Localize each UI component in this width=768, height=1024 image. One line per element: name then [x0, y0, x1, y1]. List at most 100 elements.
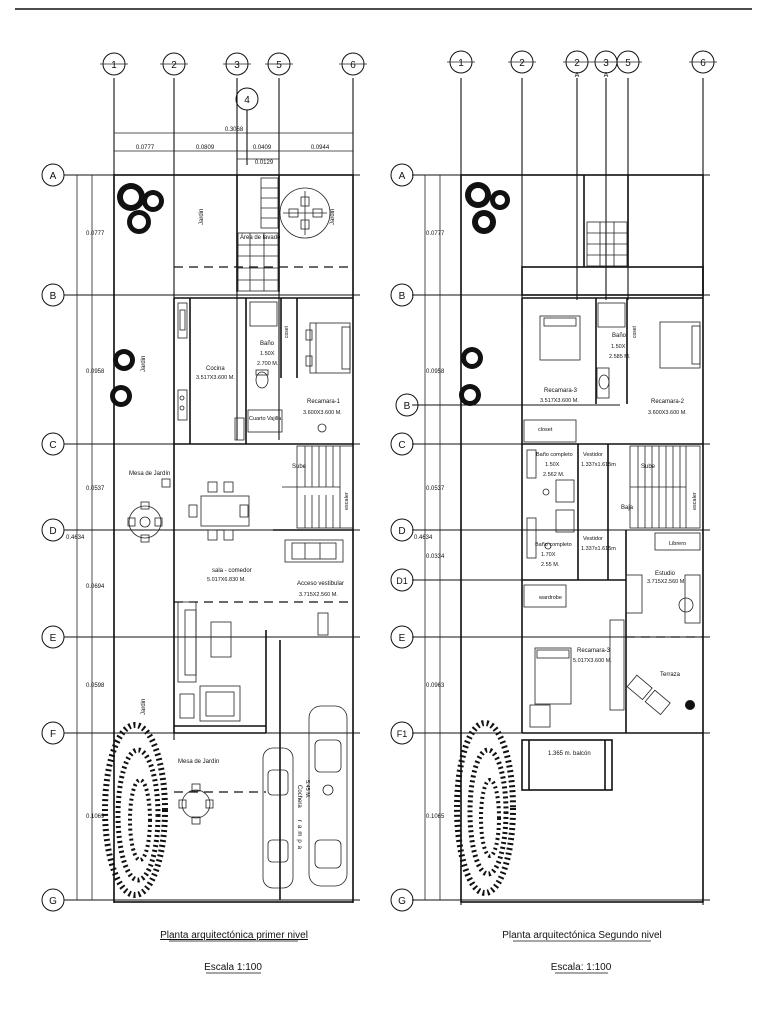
svg-text:E: E	[50, 633, 57, 644]
label-jardin-terraza: Jardin	[330, 209, 336, 225]
plan2-title: Planta arquitectónica Segundo nivel	[502, 930, 662, 941]
label-librero: Librero	[669, 541, 686, 547]
label-sube-plan1: Sube	[292, 464, 307, 470]
plan1-scale: Escala 1:100	[204, 962, 262, 973]
svg-text:3: 3	[234, 60, 240, 71]
svg-text:5: 5	[625, 58, 631, 69]
label-bano-plan1: Baño	[260, 341, 275, 347]
label-wardrobe: wardrobe	[538, 595, 562, 601]
car-2	[308, 705, 348, 887]
grid-bubble-row-e-p2: E	[390, 625, 414, 649]
label-estudio: Estudio	[655, 571, 676, 577]
label-recamara-2-dim: 3.600X3.600 M.	[648, 410, 687, 416]
label-recamara-3a-dim: 3.517X3.600 M.	[540, 398, 579, 404]
left-dimensions-plan1: 0.0777 0.0958 0.0537 0.0694 0.0598 0.106…	[66, 175, 105, 900]
bed-recamara-1	[305, 322, 351, 433]
grid-bubble-row-b-p2: B	[390, 283, 414, 307]
dim-top-3: 0.0409	[253, 145, 272, 151]
kitchen-fixtures	[177, 302, 245, 441]
beds-plan2	[529, 315, 701, 728]
dim-left-total-p2: 0.4634	[414, 535, 433, 541]
svg-text:6: 6	[700, 58, 706, 69]
grid-bubble-row-e: E	[41, 625, 65, 649]
svg-text:B: B	[50, 291, 57, 302]
label-bano-dim2-plan2: 2.585 M.	[609, 354, 631, 360]
label-escaler-plan2: escaler	[692, 492, 698, 510]
svg-text:C: C	[398, 440, 405, 451]
dim-left-total: 0.4634	[66, 535, 85, 541]
grid-bubble-row-b: B	[41, 283, 65, 307]
dim-left-3-p2: 0.0537	[426, 486, 445, 492]
stair-main-plan1	[282, 445, 354, 529]
tree-bottom-left	[102, 722, 168, 898]
car-1	[262, 747, 294, 889]
svg-text:A: A	[399, 171, 406, 182]
tree-left-plan2	[459, 347, 483, 406]
label-sala-comedor: sala - comedor	[212, 568, 252, 574]
label-coset-plan2: coset	[632, 325, 638, 338]
room-labels-plan2: Recamara-3 3.517X3.600 M. Baño 1.50X 2.5…	[535, 325, 698, 757]
dim-left-5-p2: 0.0963	[426, 683, 445, 689]
label-vestidor-1-dim: 1.337x1.615m	[581, 462, 616, 468]
vestibule-furniture-plan1	[284, 539, 344, 636]
svg-text:B: B	[404, 401, 411, 412]
label-bano-completo-2: Baño completo	[535, 542, 572, 548]
svg-text:4: 4	[244, 95, 250, 106]
grid-bubble-row-b2-p2: B	[395, 393, 419, 417]
grid-bubble-row-f1-p2: F1	[390, 721, 414, 745]
grid-bubble-row-d-p2: D	[390, 518, 414, 542]
svg-text:1: 1	[111, 60, 117, 71]
dim-top-1: 0.0777	[136, 145, 155, 151]
label-recamara-3b: Recamara-3	[577, 648, 611, 654]
row-grid-plan1	[64, 174, 360, 901]
label-mesa-jardin-1: Mesa de Jardín	[129, 471, 170, 477]
dim-left-5: 0.0598	[86, 683, 105, 689]
label-rampa: rampa	[296, 820, 302, 852]
svg-text:5: 5	[276, 60, 282, 71]
stair-top-plan2	[586, 221, 628, 267]
tree-bottom-plan2	[454, 720, 516, 896]
grid-bubble-col-4: 4	[235, 87, 259, 111]
row-bubbles-plan2: A B B C D D1 E F1 G	[390, 163, 419, 912]
label-sube-plan2: Sube	[641, 464, 656, 470]
svg-text:G: G	[49, 896, 57, 907]
grid-bubble-row-g-p2: G	[390, 888, 414, 912]
plan-primer-nivel: 1 2 3 5 6 4	[41, 52, 367, 974]
dim-left-6-p2: 0.1065	[426, 814, 445, 820]
label-mesa-jardin-2: Mesa de Jardín	[178, 759, 219, 765]
label-bano-dim1-plan1: 1.50X	[260, 351, 275, 357]
tree-top-plan2	[465, 182, 510, 234]
left-dimensions-plan2: 0.0777 0.0958 0.0537 0.0334 0.0963 0.106…	[414, 175, 445, 900]
svg-text:6: 6	[350, 60, 356, 71]
svg-text:G: G	[398, 896, 406, 907]
label-cocina: Cocina	[206, 366, 225, 372]
dim-left-3: 0.0537	[86, 486, 105, 492]
stair-main-plan2	[629, 445, 701, 529]
dim-left-1: 0.0777	[86, 231, 105, 237]
label-bano-completo-1: Baño completo	[536, 452, 573, 458]
grid-bubble-row-a: A	[41, 163, 65, 187]
grid-bubble-row-c: C	[41, 432, 65, 456]
label-bano-dim1-plan2: 1.50X	[611, 344, 626, 350]
walls-plan1	[113, 174, 354, 903]
dim-top-4: 0.0944	[311, 145, 330, 151]
label-vestidor-1: Vestidor	[583, 452, 603, 458]
svg-text:A: A	[575, 72, 580, 79]
label-vestidor-2-dim: 1.337x1.615m	[581, 546, 616, 552]
dim-left-1-p2: 0.0777	[426, 231, 445, 237]
column-bubbles-plan2: 1 2 2A 3A 5 6	[447, 50, 717, 79]
svg-text:3: 3	[603, 58, 609, 69]
label-closet: closet	[538, 427, 553, 433]
svg-text:A: A	[50, 171, 57, 182]
label-jardin-bottom: Jardin	[141, 699, 147, 715]
label-cochera-dim: 5.45 M.	[304, 780, 310, 799]
svg-text:A: A	[604, 72, 609, 79]
label-recamara-3a: Recamara-3	[544, 388, 578, 394]
dim-left-6: 0.1069	[86, 814, 105, 820]
label-coset-plan1: coset	[284, 325, 290, 338]
dim-left-2: 0.0958	[86, 369, 105, 375]
stair-area-lavado	[237, 177, 279, 292]
plan1-title: Planta arquitectónica primer nivel	[160, 930, 308, 941]
